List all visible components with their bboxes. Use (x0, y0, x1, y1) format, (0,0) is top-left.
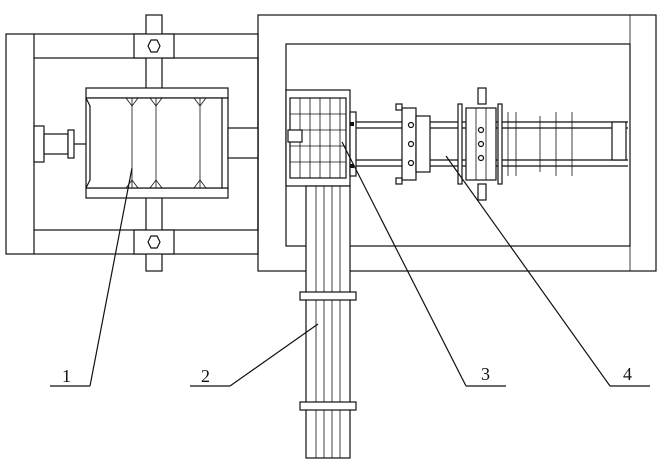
callout-1-label: 1 (62, 366, 71, 386)
left-vertical-bar (133, 14, 175, 272)
callout-2-label: 2 (201, 366, 210, 386)
drum-assembly (85, 87, 229, 199)
bracket-plates (457, 87, 517, 201)
hex-nut-bottom-icon (147, 235, 161, 249)
callout-3-label: 3 (481, 364, 490, 384)
flange-disc (395, 103, 431, 185)
hex-nut-top-icon (147, 39, 161, 53)
gear-unit (285, 89, 357, 187)
pipe-bundle (299, 185, 357, 459)
left-coupling (33, 125, 259, 163)
callout-4-label: 4 (623, 364, 632, 384)
leader-lines (50, 141, 650, 387)
